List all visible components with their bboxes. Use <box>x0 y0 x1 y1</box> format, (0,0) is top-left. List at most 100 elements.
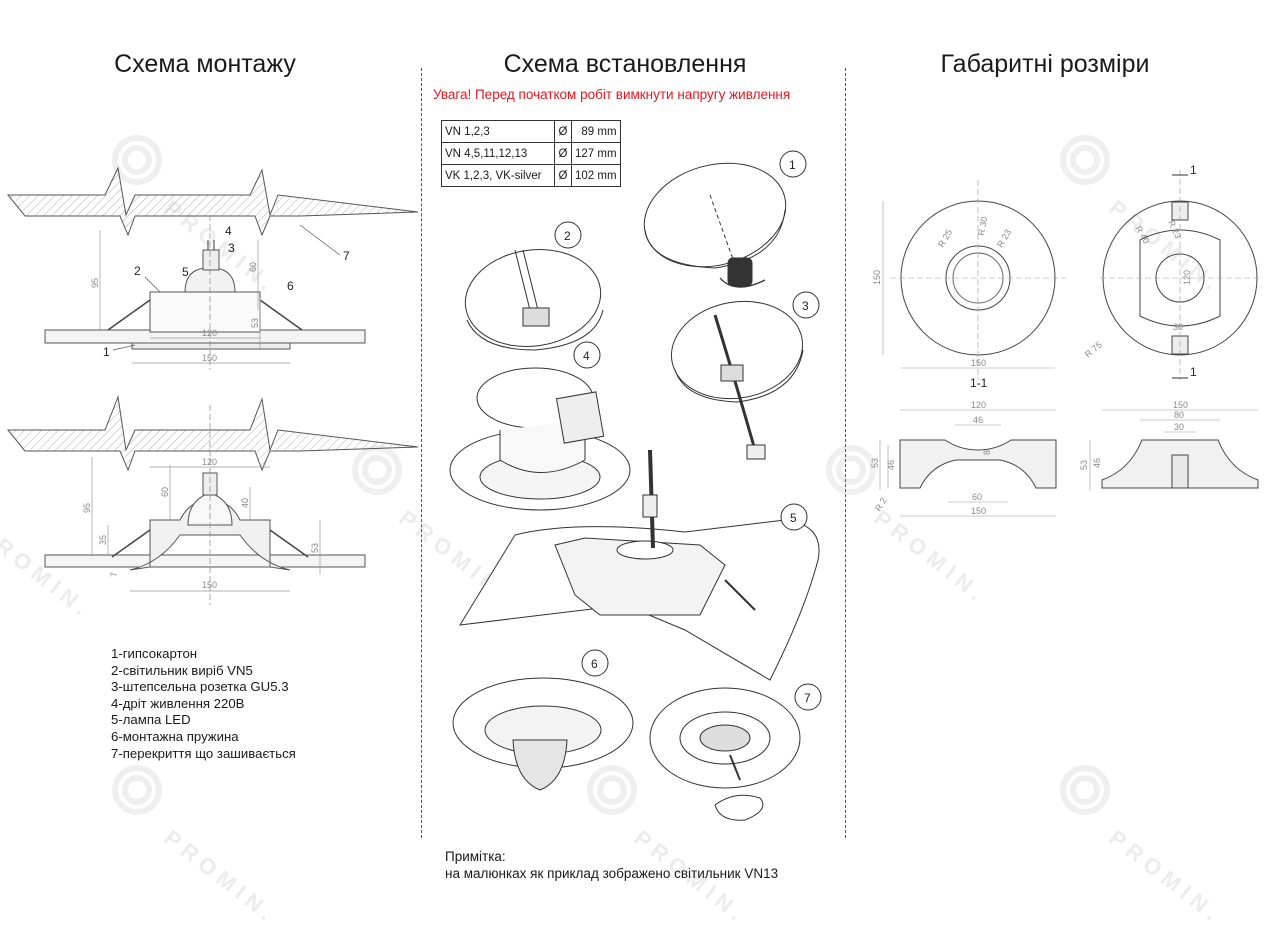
spec-size: 89 mm <box>571 120 621 143</box>
legend-item: 5-лампа LED <box>111 712 191 728</box>
table-row: VK 1,2,3, VK-silver Ø 102 mm <box>441 164 621 187</box>
front-view <box>882 180 1066 380</box>
note-heading: Примітка: <box>445 849 506 864</box>
dim-label: 150 <box>971 506 986 516</box>
dim-label: 150 <box>1173 400 1188 410</box>
dim-label: 60 <box>248 262 258 272</box>
dim-label: R 40 <box>1133 224 1151 245</box>
ceiling-slab <box>6 166 419 237</box>
dim-label: 150 <box>872 270 882 285</box>
callout-5: 5 <box>182 265 189 279</box>
table-row: VN 1,2,3 Ø 89 mm <box>441 120 621 143</box>
divider-right <box>845 68 846 838</box>
callout-3: 3 <box>228 241 235 255</box>
fixture-body <box>149 291 261 333</box>
step-number: 4 <box>583 349 590 363</box>
dim-label: R 30 <box>976 216 989 236</box>
spec-model: VN 1,2,3 <box>441 120 555 143</box>
dim-label: 40 <box>240 498 250 508</box>
step-number: 1 <box>789 158 796 172</box>
step-6-figure: 6 <box>452 649 634 791</box>
spec-model: VK 1,2,3, VK-silver <box>441 164 555 187</box>
spring-left <box>107 299 151 331</box>
section-marker: 1 <box>1190 365 1197 379</box>
note-text: на малюнках як приклад зображено світиль… <box>445 866 779 881</box>
section-label: 1-1 <box>970 376 988 390</box>
dim-label: 30 <box>1174 422 1184 432</box>
dim-label: 150 <box>202 580 217 590</box>
drywall <box>44 554 366 568</box>
spec-table: VN 1,2,3 Ø 89 mm VN 4,5,11,12,13 Ø 127 m… <box>441 120 621 187</box>
dim-label: 120 <box>202 457 217 467</box>
step-number: 6 <box>591 657 598 671</box>
step-1-figure: 1 <box>643 150 807 288</box>
dim-label: 46 <box>973 415 983 425</box>
mount-bottom-view: 120 95 60 40 35 53 7 150 <box>6 395 419 605</box>
spring-right <box>269 529 309 558</box>
legend-item: 4-дріт живлення 220В <box>111 695 245 711</box>
flange <box>131 342 291 350</box>
legend-item: 3-штепсельна розетка GU5.3 <box>111 679 289 695</box>
side-view-right <box>1089 409 1259 490</box>
legend-item: 2-світильник виріб VN5 <box>111 662 253 678</box>
dim-label: 120 <box>1182 270 1192 285</box>
dim-label: 46 <box>1092 458 1102 468</box>
step-number: 7 <box>804 691 811 705</box>
table-row: VN 4,5,11,12,13 Ø 127 mm <box>441 142 621 165</box>
dim-label: 150 <box>202 353 217 363</box>
spring-left <box>111 529 151 558</box>
mounting-diagram: 95 60 53 120 150 4 3 2 5 6 7 1 120 95 60 <box>6 166 419 605</box>
callout-2: 2 <box>134 264 141 278</box>
mounting-title: Схема монтажу <box>114 50 296 78</box>
installation-diagram: 1 2 3 4 <box>449 150 822 821</box>
spring-right <box>259 299 303 331</box>
dimensions-diagram: R 25 R 30 R 23 150 150 R 40 R 23 R 75 12… <box>870 163 1260 517</box>
dim-label: 8 <box>982 450 992 455</box>
note-block: Примітка: на малюнках як приклад зображе… <box>445 848 778 882</box>
dim-label: 35 <box>98 535 108 545</box>
step-number: 5 <box>790 511 797 525</box>
dim-label: 95 <box>82 503 92 513</box>
dim-label: 53 <box>310 543 320 553</box>
side-view-left <box>879 409 1057 517</box>
dim-label: 150 <box>971 358 986 368</box>
dim-label: 30 <box>1173 322 1183 332</box>
legend-item: 1-гипсокартон <box>111 646 198 661</box>
callout-1: 1 <box>103 345 110 359</box>
ceiling-slab <box>6 395 419 472</box>
dim-label: 53 <box>870 458 880 468</box>
watermark-logos <box>112 135 1110 815</box>
step-3-figure: 3 <box>670 291 820 460</box>
spec-size: 102 mm <box>571 164 621 187</box>
dimensions-title: Габаритні розміри <box>940 50 1150 78</box>
dim-label: 46 <box>886 460 896 470</box>
dim-label: 120 <box>971 400 986 410</box>
divider-left <box>421 68 422 838</box>
legend-list: 1-гипсокартон 2-світильник виріб VN5 3-ш… <box>111 646 296 762</box>
legend-item: 7-перекриття що зашивається <box>111 745 296 761</box>
step-2-figure: 2 <box>464 221 604 351</box>
dim-label: R 25 <box>936 228 954 249</box>
dim-label: 80 <box>1174 410 1184 420</box>
callout-7: 7 <box>343 249 350 263</box>
dim-label: R 75 <box>1083 340 1104 360</box>
socket <box>202 249 220 271</box>
dim-label: 53 <box>250 318 260 328</box>
mount-top-view: 95 60 53 120 150 4 3 2 5 6 7 1 <box>6 166 419 370</box>
spec-size: 127 mm <box>571 142 621 165</box>
step-4-figure: 4 <box>449 341 631 511</box>
callout-4: 4 <box>225 224 232 238</box>
step-number: 3 <box>802 299 809 313</box>
spec-symbol: Ø <box>554 164 572 187</box>
warning-text: Увага! Перед початком робіт вимкнути нап… <box>433 87 791 102</box>
step-number: 2 <box>564 229 571 243</box>
dim-label: 120 <box>202 328 217 338</box>
section-marker: 1 <box>1190 163 1197 177</box>
legend-item: 6-монтажна пружина <box>111 728 239 744</box>
dim-label: 60 <box>972 492 982 502</box>
installation-title: Схема встановлення <box>503 50 747 78</box>
step-5-figure: 5 <box>459 449 820 681</box>
dim-label: 53 <box>1079 460 1089 470</box>
step-7-figure: 7 <box>649 683 822 821</box>
back-view <box>1100 170 1260 380</box>
